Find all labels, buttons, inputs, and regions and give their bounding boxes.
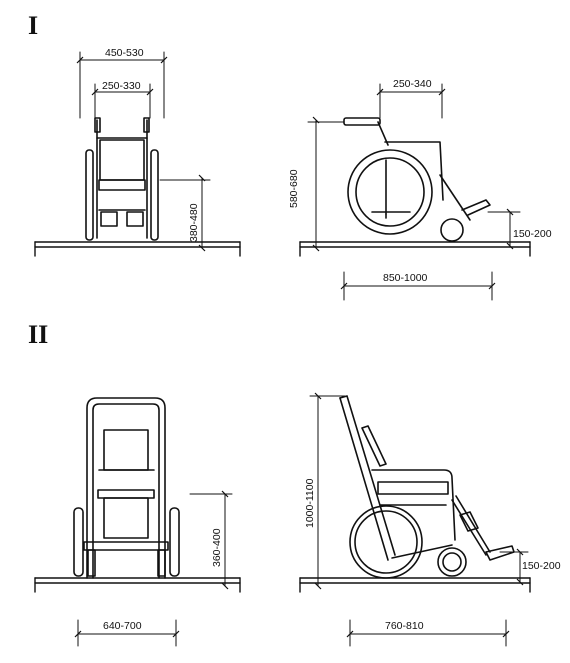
footrest-height-dimension xyxy=(487,208,521,250)
seat-width-label: 250-330 xyxy=(102,80,141,92)
footrest-height-label: 150-200 xyxy=(513,228,552,240)
front-view-1: 450-530 250-330 380-480 xyxy=(34,47,241,257)
armrest-length-dimension xyxy=(376,83,446,119)
ground-line xyxy=(299,577,531,593)
section-numeral-2: II xyxy=(28,320,48,349)
overall-width-dimension xyxy=(74,619,180,647)
overall-length-dimension xyxy=(346,619,510,647)
overall-width-label: 450-530 xyxy=(105,47,144,59)
overall-height-label: 1000-1100 xyxy=(304,478,316,528)
section-numeral-1: I xyxy=(28,11,38,40)
side-view-1: 250-340 580-680 150-200 850-1000 xyxy=(288,78,552,301)
armrest-length-label: 250-340 xyxy=(393,78,432,90)
footrest-height-dimension xyxy=(499,548,529,586)
overall-width-label: 640-700 xyxy=(103,620,142,632)
overall-length-dimension xyxy=(340,271,496,301)
side-view-2: 1000-1100 150-200 760-810 xyxy=(299,392,561,647)
ground-line xyxy=(34,577,241,593)
seat-width-dimension xyxy=(91,83,154,119)
seat-height-label: 380-480 xyxy=(188,203,200,242)
ground-line xyxy=(34,241,241,257)
wheelchair-front xyxy=(73,397,180,579)
seat-height-dimension xyxy=(159,174,211,252)
wheelchair-side xyxy=(343,117,491,242)
armrest-height-dimension xyxy=(307,116,345,252)
footrest-height-label: 150-200 xyxy=(522,560,561,572)
wheelchair-front xyxy=(85,117,159,241)
overall-width-dimension xyxy=(76,51,168,119)
seat-height-dimension xyxy=(189,490,233,590)
ground-line xyxy=(299,241,531,257)
armrest-height-label: 580-680 xyxy=(288,169,300,208)
overall-height-dimension xyxy=(309,392,346,590)
seat-height-label: 360-400 xyxy=(211,528,223,567)
wheelchair-side xyxy=(339,395,515,579)
front-view-2: 360-400 640-700 xyxy=(34,397,241,647)
overall-length-label: 850-1000 xyxy=(383,272,428,284)
overall-length-label: 760-810 xyxy=(385,620,424,632)
